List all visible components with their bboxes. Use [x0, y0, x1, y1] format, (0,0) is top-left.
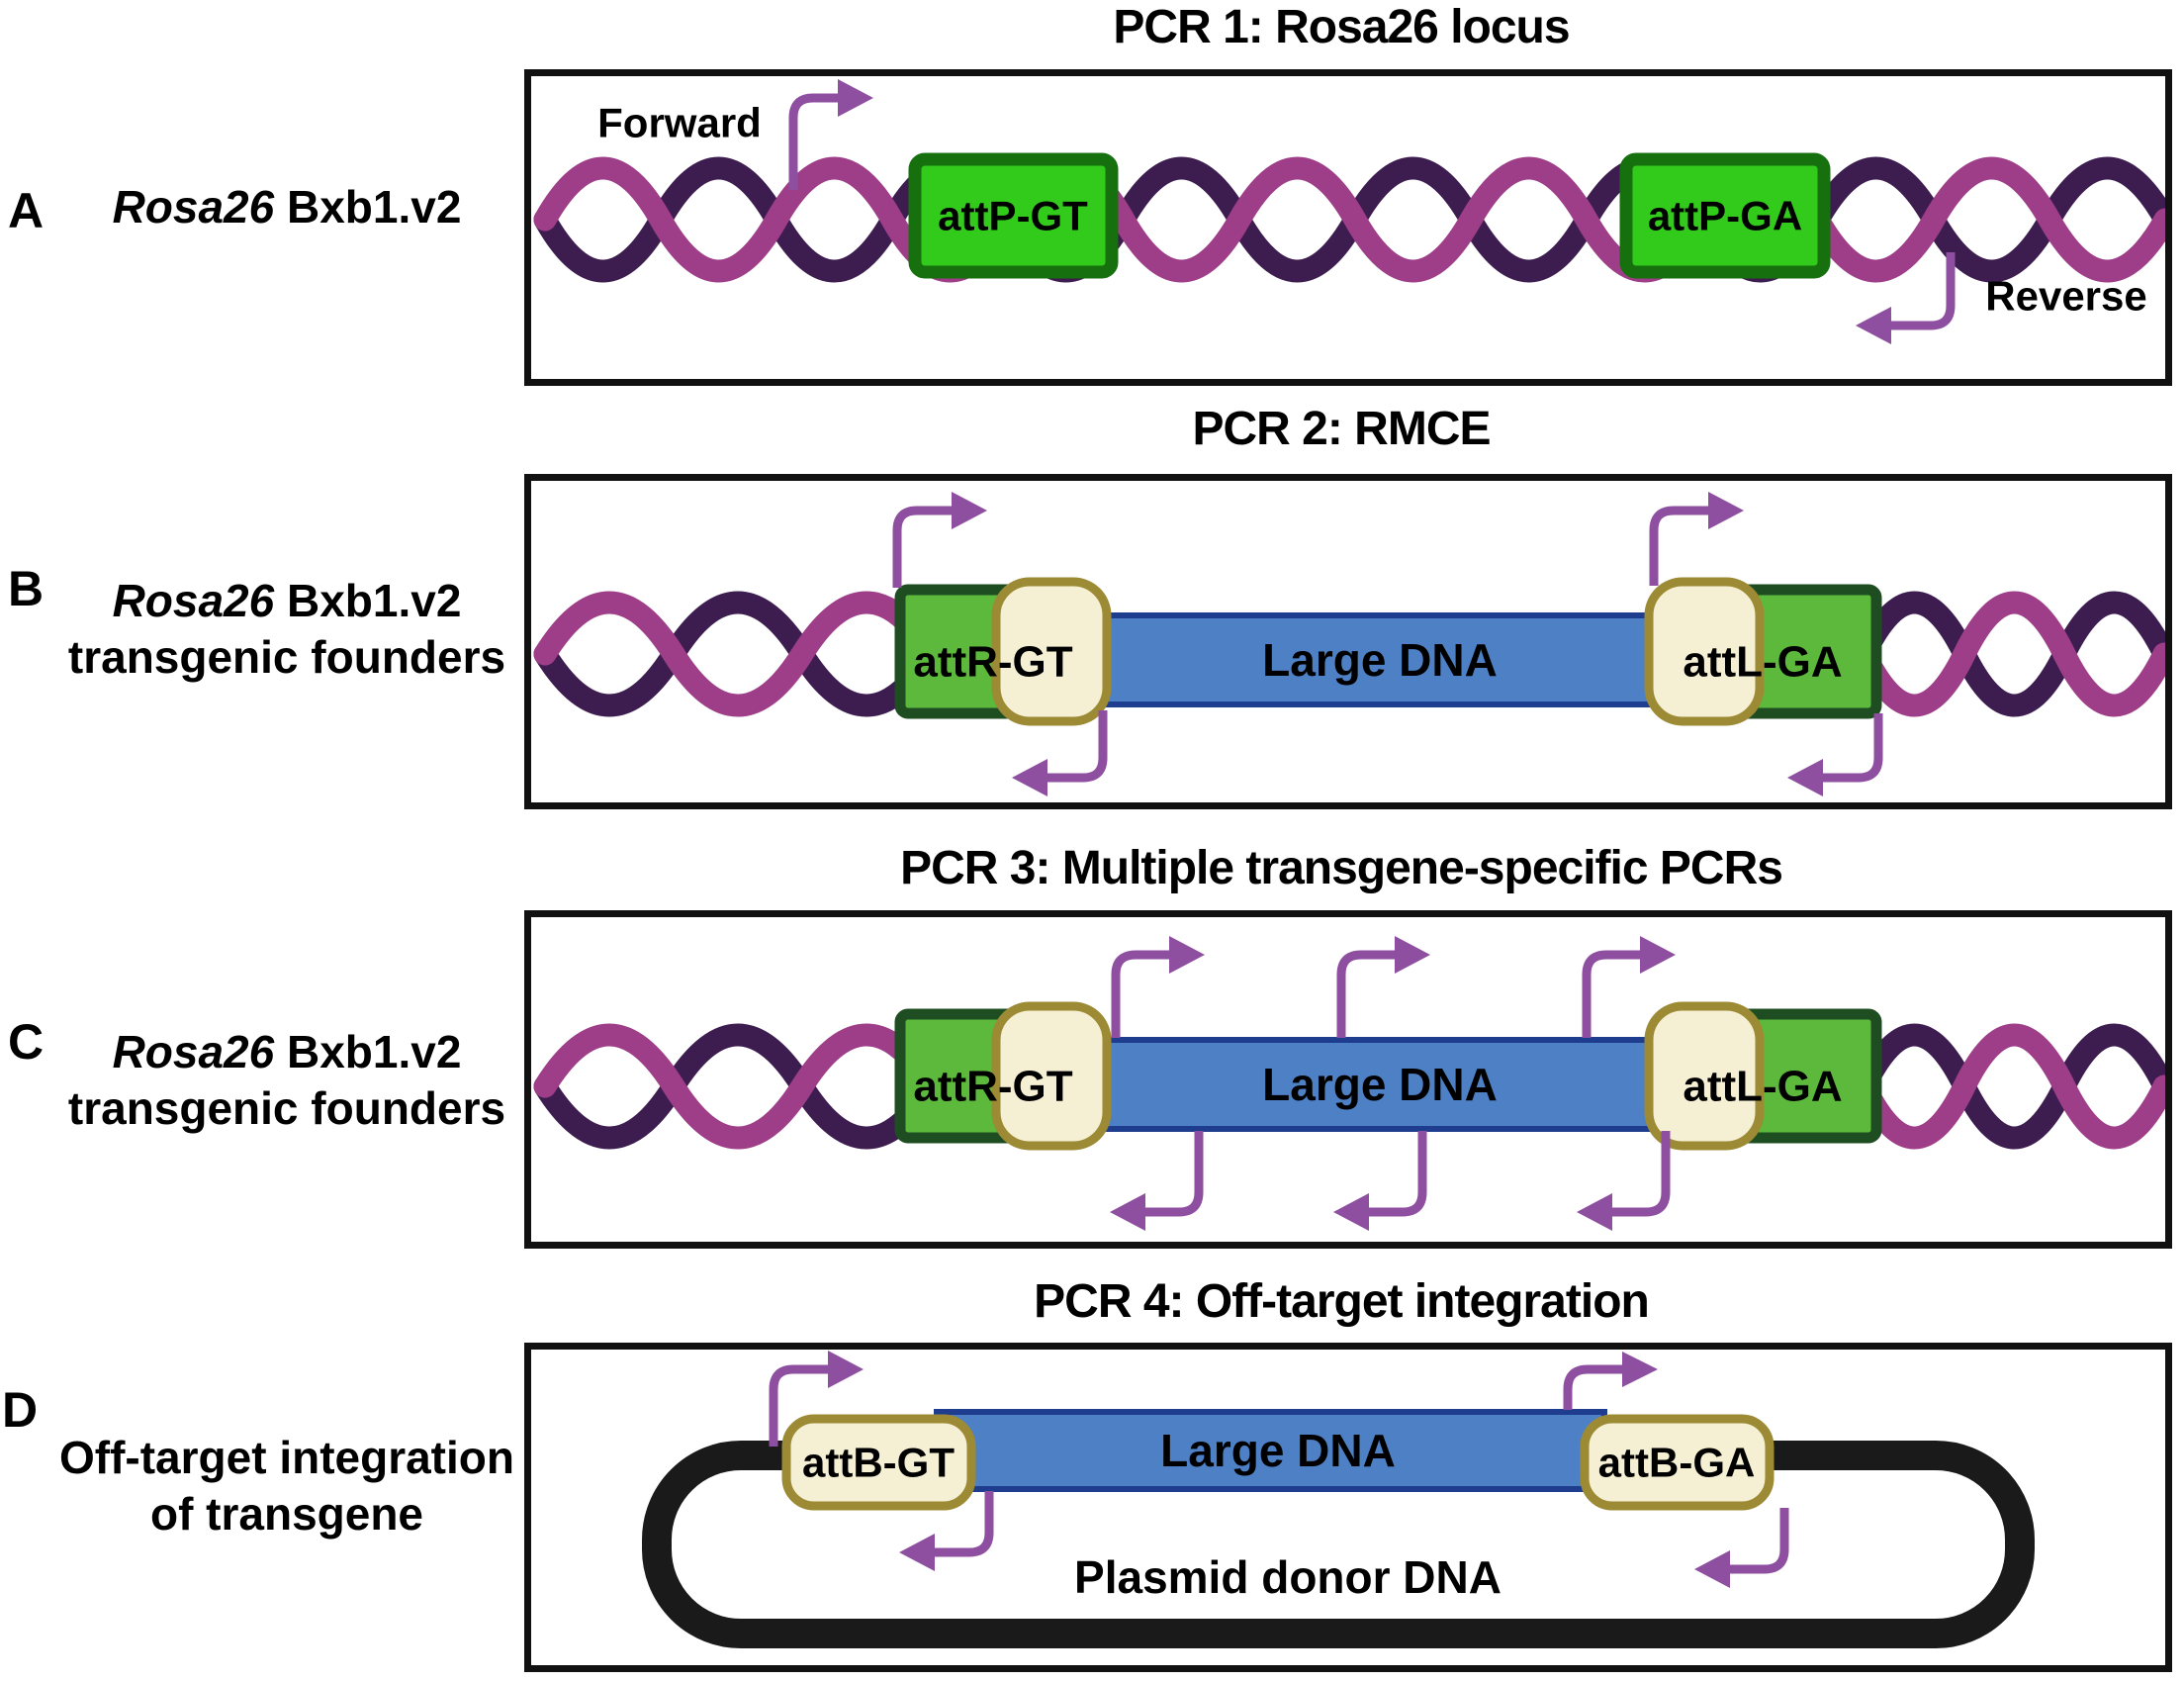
- panel-a-label: Rosa26 Bxb1.v2: [30, 180, 544, 234]
- reverse-primer-arrowhead: [1577, 1193, 1612, 1231]
- panel-d-letter: D: [2, 1382, 39, 1438]
- forward-primer-arrow: [1336, 950, 1395, 1038]
- panel-b-label-gene: Rosa26: [112, 575, 275, 626]
- dna-strand-magenta: [533, 1023, 943, 1150]
- panel-c-label-rest: Bxb1.v2: [274, 1026, 462, 1077]
- panel-d-label-line1: Off-target integration: [59, 1432, 514, 1483]
- panel-b-title: PCR 2: RMCE: [1192, 403, 1491, 455]
- panel-a-diagram: attP-GT attP-GA Forward Reverse: [533, 79, 2165, 344]
- forward-primer-arrowhead: [1622, 1352, 1658, 1387]
- forward-primer-arrow: [1563, 1364, 1622, 1410]
- reverse-primer-arrow: [1891, 252, 1956, 330]
- dna-strand-dark: [533, 591, 943, 717]
- dna-strand-dark: [1853, 1023, 2165, 1150]
- panel-c-letter: C: [8, 1014, 45, 1070]
- forward-primer-arrow: [1649, 506, 1708, 586]
- panel-b-diagram: attR-GT Large DNA attL-GA: [533, 492, 2165, 796]
- attr-cream-box: [991, 577, 1112, 726]
- panel-c-box: attR-GT Large DNA attL-GA: [524, 910, 2172, 1249]
- panel-a-label-gene: Rosa26: [112, 181, 275, 233]
- panel-c-label-line1: Rosa26 Bxb1.v2: [30, 1025, 544, 1078]
- reverse-primer-arrowhead: [1694, 1550, 1730, 1588]
- attl-cream-box: [1644, 577, 1765, 726]
- reverse-primer-arrow: [1612, 1131, 1671, 1217]
- reverse-primer-arrow: [1369, 1131, 1427, 1217]
- reverse-primer-arrow: [935, 1491, 994, 1557]
- reverse-primer-arrowhead: [1856, 307, 1891, 344]
- panel-a-label-rest: Bxb1.v2: [274, 181, 462, 233]
- reverse-primer-arrow: [1047, 710, 1108, 783]
- forward-primer-arrow: [1111, 950, 1169, 1038]
- dna-strand-dark: [533, 1023, 943, 1150]
- attl-cream-box: [1644, 1001, 1765, 1151]
- large-dna-bar: [1097, 612, 1691, 707]
- dna-strand-magenta: [1853, 591, 2165, 717]
- panel-d-box: attB-GT Large DNA attB-GA Plasmid donor …: [524, 1343, 2172, 1672]
- dna-strand-magenta: [1853, 1023, 2165, 1150]
- attl-ga-label: attL-GA: [1683, 638, 1842, 687]
- forward-primer-arrow: [788, 93, 838, 190]
- forward-primer-arrowhead: [1169, 936, 1205, 974]
- attl-ga-label: attL-GA: [1683, 1063, 1842, 1111]
- attb-gt-label: attB-GT: [802, 1440, 955, 1486]
- panel-c-label-gene: Rosa26: [112, 1026, 275, 1077]
- attp-ga-box: [1619, 152, 1831, 279]
- panel-d-label-line2: of transgene: [149, 1488, 424, 1540]
- forward-primer-arrowhead: [1640, 936, 1676, 974]
- reverse-primer-arrow: [1730, 1508, 1789, 1574]
- panel-d-title: PCR 4: Off-target integration: [1034, 1275, 1650, 1328]
- plasmid-donor-label: Plasmid donor DNA: [1074, 1551, 1502, 1603]
- reverse-primer-arrowhead: [1012, 759, 1047, 796]
- panel-c-diagram: attR-GT Large DNA attL-GA: [533, 936, 2165, 1231]
- attr-cream-box: [991, 1001, 1112, 1151]
- forward-primer-arrowhead: [828, 1351, 864, 1388]
- reverse-primer-arrow: [1145, 1131, 1204, 1217]
- attr-gt-label: attR-GT: [913, 1063, 1072, 1111]
- reverse-primer-arrowhead: [1333, 1193, 1369, 1231]
- attp-gt-label: attP-GT: [938, 193, 1088, 239]
- panel-b-box: attR-GT Large DNA attL-GA: [524, 474, 2172, 809]
- dna-strand-dark: [1853, 591, 2165, 717]
- large-dna-label: Large DNA: [1262, 634, 1498, 686]
- reverse-primer-arrowhead: [899, 1534, 935, 1571]
- reverse-primer-arrow: [1823, 713, 1883, 783]
- large-dna-label: Large DNA: [1262, 1059, 1498, 1110]
- attp-gt-box: [908, 152, 1119, 279]
- reverse-label: Reverse: [1985, 273, 2146, 320]
- panel-b-letter: B: [8, 561, 45, 616]
- panel-b-label-rest: Bxb1.v2: [274, 575, 462, 626]
- attp-ga-label: attP-GA: [1648, 193, 1802, 239]
- panel-a-title: PCR 1: Rosa26 locus: [1113, 1, 1570, 53]
- attb-ga-label: attB-GA: [1598, 1440, 1756, 1486]
- forward-primer-arrow: [892, 506, 952, 588]
- forward-primer-arrowhead: [952, 492, 987, 529]
- panel-a-letter: A: [8, 183, 45, 238]
- forward-primer-arrowhead: [1708, 492, 1744, 529]
- forward-primer-arrowhead: [838, 79, 873, 117]
- large-dna-label: Large DNA: [1160, 1425, 1396, 1476]
- attr-gt-label: attR-GT: [913, 638, 1072, 687]
- forward-primer-arrow: [1582, 950, 1640, 1038]
- panel-a-box: attP-GT attP-GA Forward Reverse: [524, 69, 2172, 386]
- attb-ga-box: [1580, 1414, 1774, 1511]
- forward-label: Forward: [597, 100, 762, 146]
- forward-primer-arrowhead: [1395, 936, 1430, 974]
- panel-c-label-line2: transgenic founders: [67, 1082, 506, 1134]
- dna-strand-magenta: [533, 591, 943, 717]
- reverse-primer-arrowhead: [1110, 1193, 1145, 1231]
- panel-c-title: PCR 3: Multiple transgene-specific PCRs: [900, 842, 1783, 894]
- panel-d-diagram: attB-GT Large DNA attB-GA Plasmid donor …: [642, 1351, 2035, 1648]
- forward-primer-arrow: [769, 1364, 828, 1447]
- dna-strand-magenta: [533, 156, 2165, 283]
- attb-gt-box: [781, 1414, 976, 1511]
- panel-b-label-line2: transgenic founders: [67, 631, 506, 683]
- reverse-primer-arrowhead: [1787, 759, 1823, 796]
- panel-b-label-line1: Rosa26 Bxb1.v2: [30, 574, 544, 627]
